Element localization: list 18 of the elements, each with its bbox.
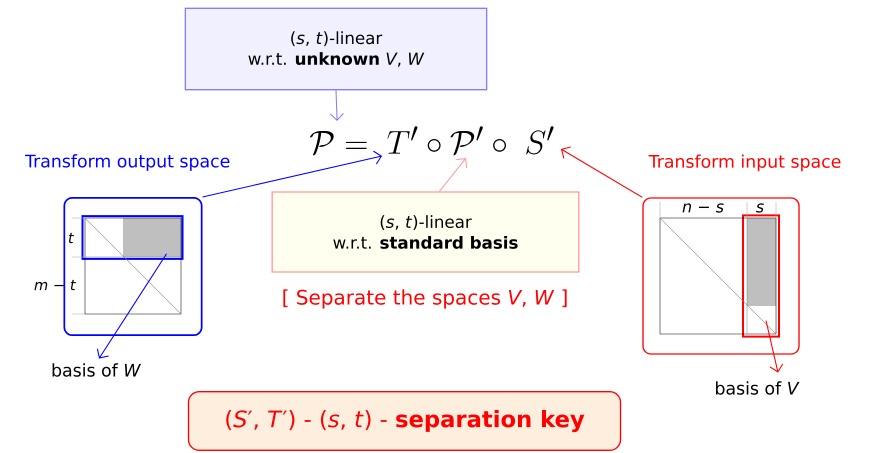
axis-label: n − s [682,203,724,213]
caption-text: basis of W [52,363,141,377]
arrow [439,158,468,192]
node-label: Transform input space [648,154,840,172]
formula: $\mathcal{P} =\; T' \circ \mathcal{P}' \circ\; S'$ [310,126,554,156]
arrow [560,146,643,198]
arrow [330,90,344,122]
highlight-box [742,214,780,338]
arrow [202,150,382,198]
arrow [96,254,167,359]
caption-text: basis of V [716,381,800,395]
node-label: Transform output space [24,154,230,171]
text-box: (s, t)-linear w.r.t. standard basis [272,191,580,273]
arrow [766,320,784,373]
key-box: (S′, T′) - (s, t) - separation key [188,391,622,451]
text-box: (s, t)-linear w.r.t. unknown V, W [184,8,488,90]
axis-label: m − t [34,280,76,290]
highlight-box [82,215,184,260]
